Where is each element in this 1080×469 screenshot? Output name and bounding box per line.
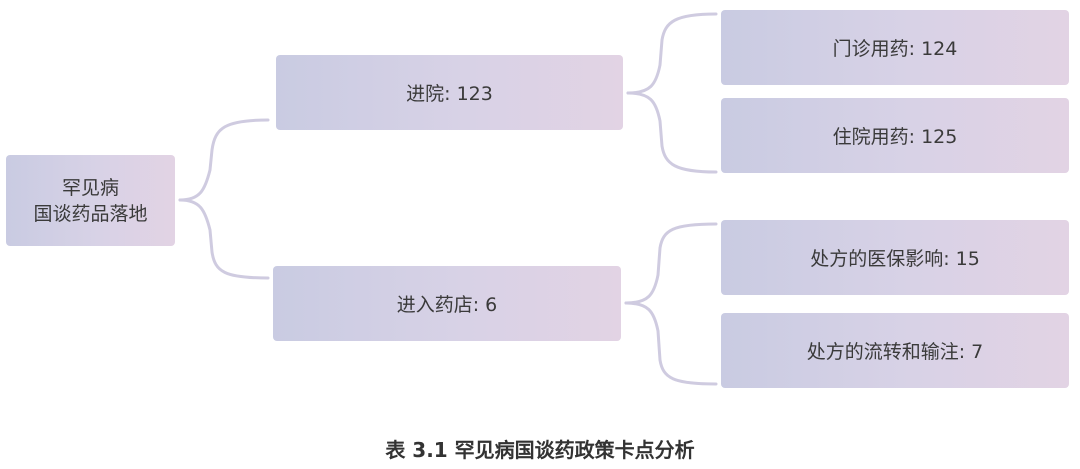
branch1-brace xyxy=(626,91,718,174)
branch-label: 进院: 123 xyxy=(406,83,493,105)
leaf-label: 门诊用药: 124 xyxy=(832,38,958,60)
leaf-node-prescription-flow: 处方的流转和输注: 7 xyxy=(721,313,1069,388)
leaf-node-insurance-impact: 处方的医保影响: 15 xyxy=(721,220,1069,295)
branch2-brace xyxy=(624,301,718,386)
root-label-line1: 罕见病 xyxy=(61,176,119,199)
branch1-brace xyxy=(626,12,718,95)
figure-caption: 表 3.1 罕见病国谈药政策卡点分析 xyxy=(385,438,695,462)
leaf-label: 处方的医保影响: 15 xyxy=(810,248,980,270)
leaf-label: 住院用药: 125 xyxy=(832,126,958,148)
branch2-brace xyxy=(624,222,718,305)
leaf-node-inpatient: 住院用药: 125 xyxy=(721,98,1069,173)
leaf-node-outpatient: 门诊用药: 124 xyxy=(721,10,1069,85)
branch-node-hospital: 进院: 123 xyxy=(276,55,623,130)
branch-node-pharmacy: 进入药店: 6 xyxy=(273,266,621,341)
root-brace xyxy=(178,118,270,202)
root-node: 罕见病 国谈药品落地 xyxy=(6,155,175,246)
root-label-line2: 国谈药品落地 xyxy=(33,202,148,225)
branch-label: 进入药店: 6 xyxy=(396,294,498,316)
leaf-label: 处方的流转和输注: 7 xyxy=(806,341,984,363)
root-brace xyxy=(178,198,270,280)
